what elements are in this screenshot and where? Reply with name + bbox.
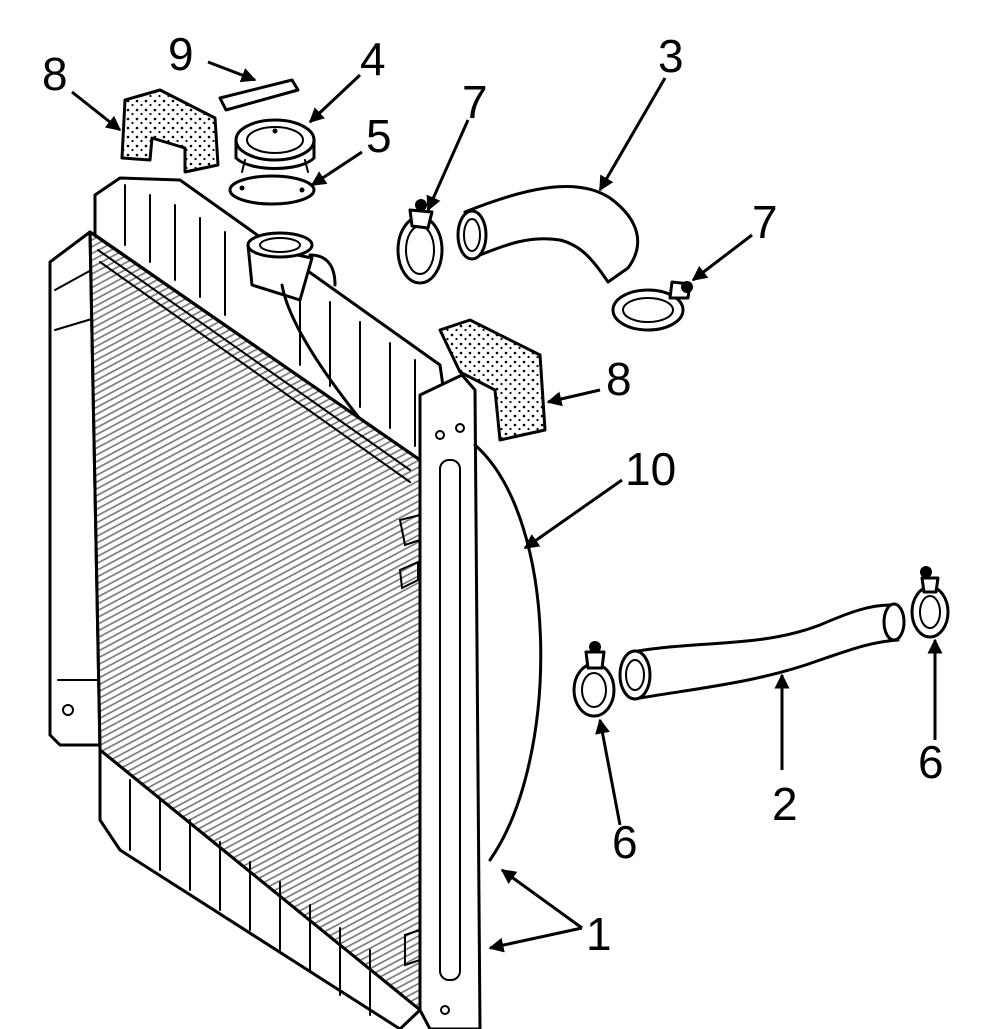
leader-1-lower bbox=[488, 926, 583, 953]
callout-6-right: 6 bbox=[918, 736, 944, 788]
leader-4 bbox=[308, 73, 362, 124]
callout-7-right: 7 bbox=[752, 196, 778, 248]
leader-6-left bbox=[595, 718, 622, 826]
callout-4: 4 bbox=[360, 33, 386, 85]
insulator-right bbox=[438, 318, 547, 442]
callout-3: 3 bbox=[658, 30, 684, 82]
callout-6-left: 6 bbox=[612, 816, 638, 868]
callout-5: 5 bbox=[366, 110, 392, 162]
lower-hose bbox=[618, 602, 906, 701]
callout-2: 2 bbox=[772, 778, 798, 830]
leader-arrows bbox=[71, 60, 943, 953]
leader-8-right bbox=[546, 388, 601, 407]
upper-clamp-right bbox=[611, 280, 693, 332]
leader-3 bbox=[598, 77, 667, 192]
leader-5 bbox=[310, 150, 363, 187]
leader-7-left bbox=[426, 119, 470, 212]
radiator-assembly bbox=[48, 176, 482, 1029]
lower-clamp-right bbox=[910, 566, 950, 639]
leader-7-right bbox=[691, 233, 753, 282]
filler-neck bbox=[246, 231, 337, 302]
leader-9 bbox=[207, 60, 257, 83]
callout-labels: 8 9 4 5 7 3 7 8 10 6 2 6 1 bbox=[42, 28, 944, 960]
callout-10: 10 bbox=[625, 443, 676, 495]
insulator-left bbox=[120, 88, 220, 174]
callout-9: 9 bbox=[168, 28, 194, 80]
callout-8-left: 8 bbox=[42, 48, 68, 100]
callout-8-right: 8 bbox=[606, 353, 632, 405]
leader-1-upper bbox=[500, 868, 583, 930]
radiator-cap bbox=[234, 118, 316, 173]
seal-strip bbox=[218, 78, 300, 112]
callout-1: 1 bbox=[586, 908, 612, 960]
leader-10 bbox=[523, 478, 623, 550]
radiator-core-fins bbox=[90, 232, 420, 1010]
fan-shroud bbox=[473, 443, 543, 862]
upper-clamp-left bbox=[396, 199, 444, 285]
bottom-tank-ribs bbox=[129, 779, 371, 1016]
radiator-right-bracket bbox=[418, 373, 482, 1029]
upper-hose bbox=[456, 185, 640, 284]
leader-8-left bbox=[71, 90, 122, 132]
callout-7-left: 7 bbox=[462, 76, 488, 128]
lower-clamp-left bbox=[572, 641, 616, 718]
cap-gasket bbox=[228, 174, 316, 206]
